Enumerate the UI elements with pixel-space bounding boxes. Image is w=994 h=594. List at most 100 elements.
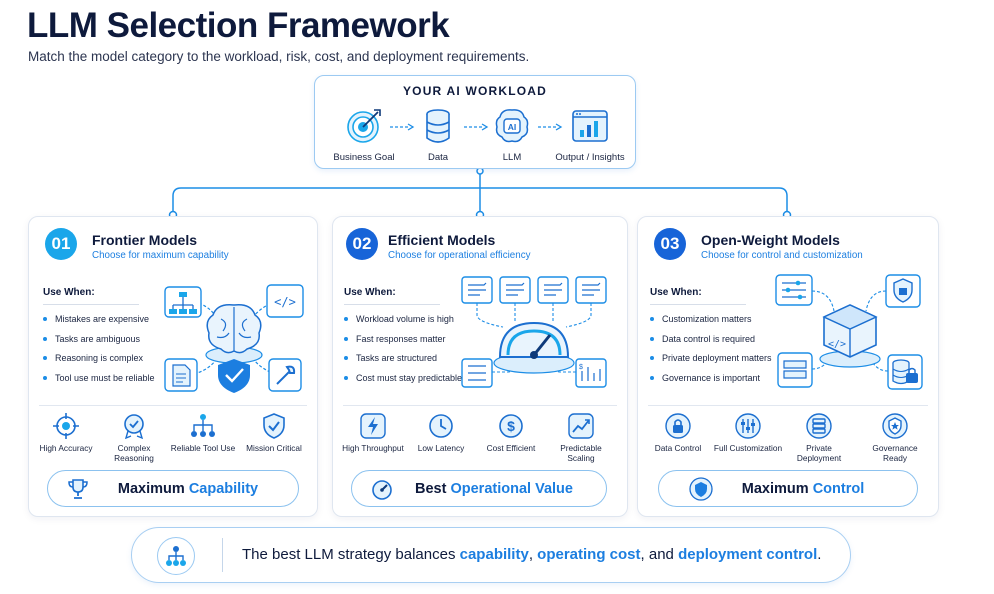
- feature-label: Reliable Tool Use: [170, 443, 236, 453]
- dashed-arrow-icon: [464, 123, 489, 131]
- list-item: Governance is important: [650, 371, 772, 391]
- use-when-label: Use When:: [344, 287, 396, 298]
- pill-accent: Control: [812, 481, 865, 497]
- feature-label: High Throughput: [342, 443, 404, 453]
- list-item: Private deployment matters: [650, 351, 772, 371]
- pill-accent: Operational Value: [450, 481, 573, 497]
- feature-label: Cost Efficient: [486, 443, 536, 453]
- server-icon: [806, 413, 832, 439]
- summary-banner: The best LLM strategy balances capabilit…: [131, 527, 851, 583]
- pill-text: Maximum Capability: [48, 481, 298, 497]
- target-icon: [347, 109, 381, 143]
- feature-label: Data Control: [654, 443, 702, 453]
- crosshair-icon: [53, 413, 79, 439]
- divider: [222, 538, 223, 572]
- feature-complex-reasoning: Complex Reasoning: [99, 412, 169, 463]
- network-icon: [191, 414, 215, 437]
- divider: [650, 304, 746, 305]
- sliders-icon: [735, 413, 761, 439]
- control-pill: Maximum Control: [658, 470, 918, 507]
- banner-accent: operating cost: [537, 546, 641, 563]
- clock-icon: [429, 414, 453, 438]
- feature-label: Mission Critical: [246, 443, 302, 453]
- list-item: Customization matters: [650, 312, 772, 332]
- card-number: 02: [346, 228, 378, 260]
- shield-star-icon: [882, 413, 908, 439]
- feature-full-customization: Full Customization: [713, 412, 783, 454]
- workload-step-output: Output / Insights: [553, 106, 627, 163]
- card-efficient-models: 02 Efficient Models Choose for operation…: [332, 216, 628, 517]
- ai-badge-text: AI: [508, 122, 517, 132]
- database-icon: [426, 109, 450, 143]
- list-item: Tasks are structured: [344, 351, 462, 371]
- feature-cost-efficient: $ Cost Efficient: [476, 412, 546, 454]
- card-subtitle: Choose for control and customization: [701, 250, 863, 261]
- card-title: Frontier Models: [92, 232, 198, 248]
- lightning-icon: [360, 413, 386, 439]
- list-item: Tool use must be reliable: [43, 371, 155, 391]
- divider: [648, 405, 928, 406]
- svg-text:$: $: [579, 364, 583, 371]
- workload-step-label: Business Goal: [333, 152, 395, 163]
- banner-text-part: , and: [640, 546, 679, 563]
- card-subtitle: Choose for operational efficiency: [388, 250, 531, 261]
- use-when-label: Use When:: [650, 287, 702, 298]
- workload-step-llm: AI LLM: [475, 106, 549, 163]
- workload-step-data: Data: [401, 106, 475, 163]
- feature-low-latency: Low Latency: [406, 412, 476, 454]
- feature-data-control: Data Control: [643, 412, 713, 454]
- svg-text:</>: </>: [828, 339, 846, 350]
- feature-private-deployment: Private Deployment: [784, 412, 854, 463]
- feature-mission-critical: Mission Critical: [239, 412, 309, 454]
- feature-label: Complex Reasoning: [114, 443, 154, 463]
- pill-accent: Capability: [188, 481, 259, 497]
- banner-accent: capability: [459, 546, 529, 563]
- card-open-weight-models: 03 Open-Weight Models Choose for control…: [637, 216, 939, 517]
- workload-step-business-goal: Business Goal: [327, 106, 401, 163]
- dashed-arrow-icon: [390, 123, 415, 131]
- use-when-list: Customization matters Data control is re…: [650, 312, 772, 390]
- list-item: Mistakes are expensive: [43, 312, 155, 332]
- card-subtitle: Choose for maximum capability: [92, 250, 229, 261]
- ai-brain-icon: AI: [495, 109, 529, 143]
- divider: [43, 304, 139, 305]
- chart-window-icon: [572, 110, 608, 142]
- workload-box: YOUR AI WORKLOAD Business Goal Data AI L…: [314, 75, 636, 169]
- list-item: Data control is required: [650, 332, 772, 352]
- feature-label: Predictable Scaling: [560, 443, 602, 463]
- pill-prefix: Maximum: [741, 481, 813, 497]
- speedometer-illustration: $: [461, 276, 607, 388]
- card-number: 01: [45, 228, 77, 260]
- org-chart-icon: [166, 546, 186, 566]
- brain-illustration: </>: [164, 284, 304, 393]
- badge-check-icon: [124, 414, 144, 440]
- card-title: Efficient Models: [388, 232, 496, 248]
- feature-label: Low Latency: [417, 443, 465, 453]
- workload-step-label: Output / Insights: [555, 152, 625, 163]
- card-title: Open-Weight Models: [701, 232, 840, 248]
- trophy-icon: [68, 479, 88, 499]
- feature-label: Full Customization: [713, 443, 783, 453]
- feature-label: High Accuracy: [39, 443, 93, 453]
- trend-chart-icon: [568, 413, 594, 439]
- pill-prefix: Best: [415, 481, 451, 497]
- banner-text: The best LLM strategy balances capabilit…: [242, 546, 821, 563]
- dashed-arrow-icon: [538, 123, 563, 131]
- banner-icon-circle: [157, 537, 195, 575]
- list-item: Workload volume is high: [344, 312, 462, 332]
- list-item: Fast responses matter: [344, 332, 462, 352]
- pill-text: Maximum Control: [659, 481, 917, 497]
- feature-predictable-scaling: Predictable Scaling: [546, 412, 616, 463]
- divider: [39, 405, 307, 406]
- dollar-icon: $: [499, 414, 523, 438]
- open-weight-illustration: </>: [775, 274, 923, 390]
- use-when-list: Workload volume is high Fast responses m…: [344, 312, 462, 390]
- workload-step-label: LLM: [502, 152, 522, 163]
- shield-check-icon: [263, 413, 285, 439]
- banner-text-part: ,: [528, 546, 538, 563]
- feature-label: Private Deployment: [796, 443, 842, 463]
- banner-text-part: .: [817, 546, 822, 563]
- speedometer-icon: [372, 480, 392, 500]
- card-frontier-models: 01 Frontier Models Choose for maximum ca…: [28, 216, 318, 517]
- feature-high-accuracy: High Accuracy: [31, 412, 101, 454]
